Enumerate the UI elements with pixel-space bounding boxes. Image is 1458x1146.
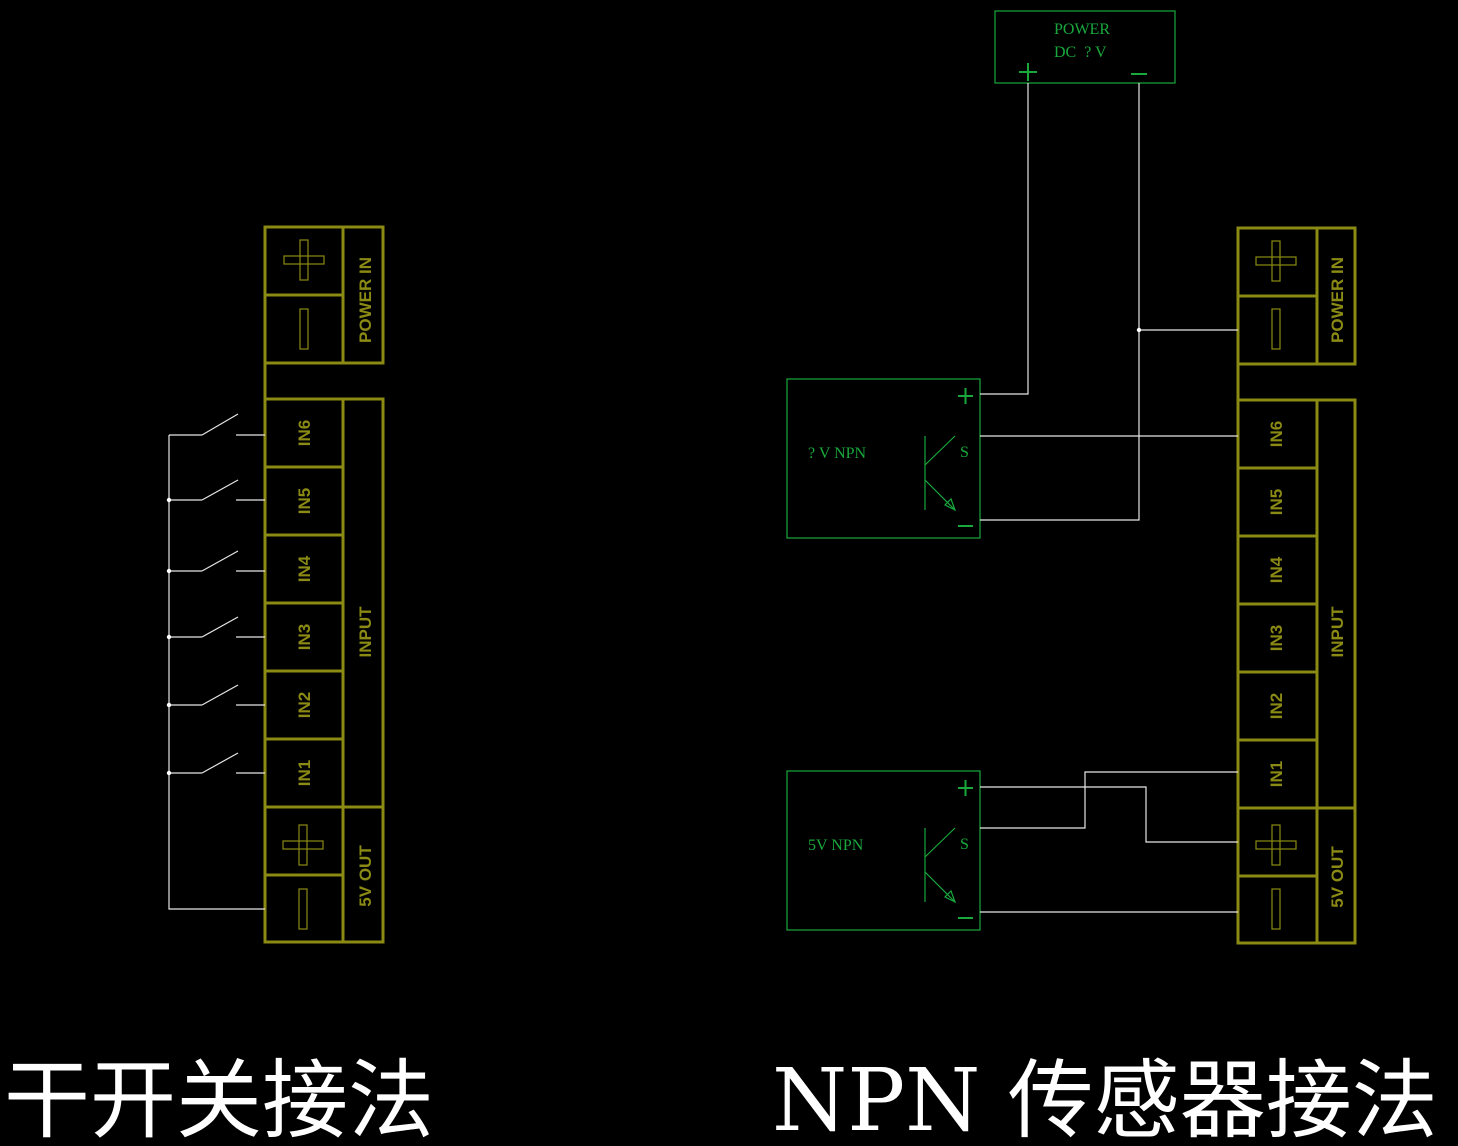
sensor-bottom-pin-s: S: [960, 836, 969, 853]
caption-npn-sensor: NPN 传感器接法: [772, 1051, 1438, 1146]
left-in6-label: IN6: [295, 420, 314, 446]
left-out-plus-icon: [282, 824, 324, 866]
right-power-minus-icon: [1271, 308, 1281, 350]
left-in3-label: IN3: [295, 624, 314, 650]
left-out-minus-icon: [298, 888, 308, 930]
sensor-top-plus-icon: [958, 388, 973, 404]
right-terminal-block: POWER IN IN6 IN5 IN4 IN3 IN2 IN1 INPUT 5…: [1236, 226, 1357, 945]
right-in4-label: IN4: [1267, 556, 1286, 583]
sensor-top-transistor-icon: [924, 435, 957, 512]
dc-power-supply: POWER DC ? V: [994, 10, 1176, 84]
sensor-top-label: ? V NPN: [808, 445, 867, 462]
right-in1-label: IN1: [1267, 761, 1286, 787]
right-out-minus-icon: [1271, 888, 1281, 930]
power-supply-plus-icon: [1019, 63, 1037, 81]
sensor-bottom-label: 5V NPN: [808, 837, 864, 854]
left-power-in-label: POWER IN: [356, 257, 375, 343]
left-power-minus-icon: [299, 308, 309, 350]
right-input-label: INPUT: [1328, 606, 1347, 658]
dry-contact-switches: [166, 413, 265, 910]
npn-sensor-top: ? V NPN S: [786, 378, 981, 539]
sensor-bottom-transistor-icon: [924, 827, 957, 904]
right-out-plus-icon: [1255, 824, 1297, 866]
right-in6-label: IN6: [1267, 421, 1286, 447]
right-in3-label: IN3: [1267, 625, 1286, 651]
left-terminal-block: POWER IN IN6 IN5 IN4 IN3 IN2 IN1 INPUT 5…: [263, 225, 385, 944]
left-in2-label: IN2: [295, 692, 314, 718]
right-in2-label: IN2: [1267, 693, 1286, 719]
right-5v-out-label: 5V OUT: [1328, 846, 1347, 908]
left-power-plus-icon: [283, 239, 325, 281]
left-input-label: INPUT: [356, 606, 375, 658]
left-5v-out-label: 5V OUT: [356, 845, 375, 907]
right-power-in-label: POWER IN: [1328, 257, 1347, 343]
power-supply-voltage: DC ? V: [1054, 44, 1107, 61]
left-in4-label: IN4: [295, 555, 314, 582]
npn-wiring: [980, 83, 1238, 913]
sensor-top-pin-s: S: [960, 444, 969, 461]
left-in1-label: IN1: [295, 760, 314, 786]
left-in5-label: IN5: [295, 488, 314, 514]
right-in5-label: IN5: [1267, 489, 1286, 515]
right-power-plus-icon: [1255, 240, 1297, 282]
power-supply-title: POWER: [1054, 21, 1110, 38]
sensor-bottom-plus-icon: [958, 780, 973, 796]
npn-sensor-bottom: 5V NPN S: [786, 770, 981, 931]
caption-dry-contact: 干开关接法: [4, 1051, 434, 1146]
